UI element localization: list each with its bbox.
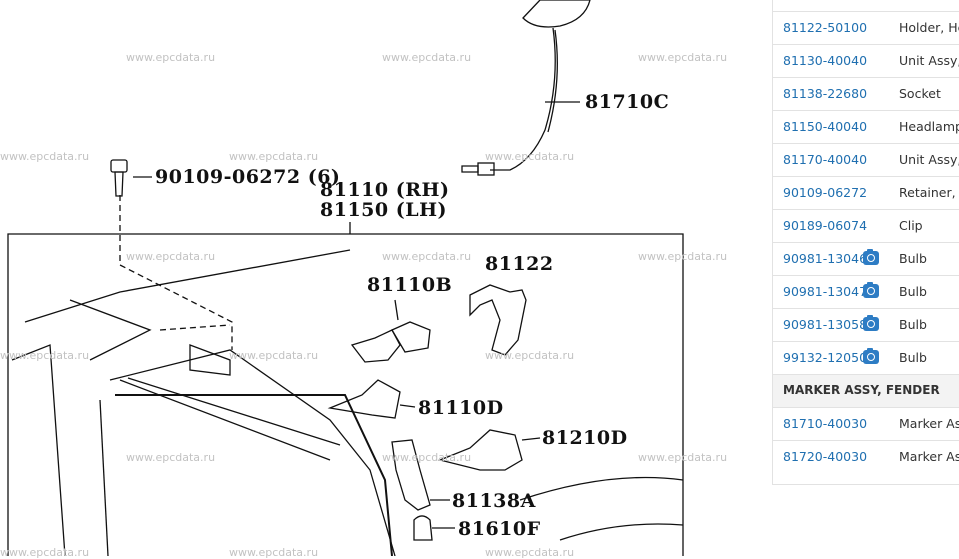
table-row[interactable]: 81138-22680 Socket bbox=[773, 77, 959, 110]
table-row[interactable]: 81122-50100 Holder, He bbox=[773, 11, 959, 44]
table-row[interactable]: 90981-13058 Bulb bbox=[773, 308, 959, 341]
section-title: MARKER ASSY, FENDER bbox=[783, 383, 940, 397]
parts-diagram: www.epcdata.ru www.epcdata.ru www.epcdat… bbox=[0, 0, 728, 559]
watermark: www.epcdata.ru bbox=[126, 250, 216, 263]
part-number-link[interactable]: 81710-40030 bbox=[783, 416, 868, 431]
part-description: Clip bbox=[899, 218, 923, 233]
table-row[interactable]: 90109-06272 Retainer, H bbox=[773, 176, 959, 209]
callout-81150-lh[interactable]: 81150 (LH) bbox=[320, 199, 448, 221]
watermark: www.epcdata.ru bbox=[638, 51, 728, 64]
part-description: Bulb bbox=[899, 350, 927, 365]
callout-81710c[interactable]: 81710C bbox=[585, 91, 670, 113]
watermark: www.epcdata.ru bbox=[382, 51, 472, 64]
part-number-link[interactable]: 99132-12050 bbox=[783, 350, 868, 365]
part-number-link[interactable]: 81720-40030 bbox=[783, 449, 868, 464]
callout-81138a[interactable]: 81138A bbox=[452, 490, 536, 512]
part-description: Retainer, H bbox=[899, 185, 959, 200]
part-number-link[interactable]: 81130-40040 bbox=[783, 53, 868, 68]
part-description: Holder, He bbox=[899, 20, 959, 35]
callout-90109-06272[interactable]: 90109-06272 (6) bbox=[155, 166, 341, 188]
part-description: Marker Ass bbox=[899, 416, 959, 431]
callout-81610f[interactable]: 81610F bbox=[458, 518, 541, 540]
callout-81110d[interactable]: 81110D bbox=[418, 397, 504, 419]
part-description: Marker Ass bbox=[899, 449, 959, 464]
callout-81122[interactable]: 81122 bbox=[485, 253, 554, 275]
table-row[interactable]: 90981-13047 Bulb bbox=[773, 275, 959, 308]
watermark: www.epcdata.ru bbox=[382, 451, 472, 464]
watermark: www.epcdata.ru bbox=[126, 51, 216, 64]
table-row[interactable]: 90981-13046 Bulb bbox=[773, 242, 959, 275]
part-number-link[interactable]: 81138-22680 bbox=[783, 86, 868, 101]
table-row[interactable]: 81720-40030 Marker Ass bbox=[773, 440, 959, 473]
watermark: www.epcdata.ru bbox=[638, 451, 728, 464]
part-number-link[interactable]: 90981-13047 bbox=[783, 284, 868, 299]
part-description: Bulb bbox=[899, 317, 927, 332]
camera-icon[interactable] bbox=[863, 249, 879, 265]
table-row[interactable]: 81170-40040 Unit Assy, I bbox=[773, 143, 959, 176]
callout-81110b[interactable]: 81110B bbox=[367, 274, 453, 296]
watermark: www.epcdata.ru bbox=[382, 250, 472, 263]
watermark: www.epcdata.ru bbox=[126, 451, 216, 464]
part-description: Headlamp bbox=[899, 119, 959, 134]
table-row[interactable]: 81710-40030 Marker Ass bbox=[773, 407, 959, 440]
watermark: www.epcdata.ru bbox=[229, 150, 319, 163]
watermark: www.epcdata.ru bbox=[0, 150, 90, 163]
watermark: www.epcdata.ru bbox=[0, 546, 90, 559]
table-row[interactable]: 81150-40040 Headlamp bbox=[773, 110, 959, 143]
callout-81110-rh[interactable]: 81110 (RH) bbox=[320, 179, 450, 201]
part-number-link[interactable]: 90189-06074 bbox=[783, 218, 868, 233]
part-description: Bulb bbox=[899, 284, 927, 299]
camera-icon[interactable] bbox=[863, 282, 879, 298]
part-number-link[interactable]: 90109-06272 bbox=[783, 185, 868, 200]
part-number-link[interactable]: 90981-13046 bbox=[783, 251, 868, 266]
part-description: Socket bbox=[899, 86, 941, 101]
watermark: www.epcdata.ru bbox=[485, 349, 575, 362]
table-row[interactable]: 90189-06074 Clip bbox=[773, 209, 959, 242]
table-top-spacer bbox=[773, 0, 959, 11]
watermark: www.epcdata.ru bbox=[638, 250, 728, 263]
watermark: www.epcdata.ru bbox=[229, 546, 319, 559]
part-number-link[interactable]: 81170-40040 bbox=[783, 152, 868, 167]
watermark: www.epcdata.ru bbox=[485, 546, 575, 559]
part-description: Unit Assy, I bbox=[899, 152, 959, 167]
table-row[interactable]: 99132-12050 Bulb bbox=[773, 341, 959, 374]
callout-81210d[interactable]: 81210D bbox=[542, 427, 628, 449]
part-number-link[interactable]: 90981-13058 bbox=[783, 317, 868, 332]
section-header: MARKER ASSY, FENDER bbox=[773, 374, 959, 407]
part-number-link[interactable]: 81150-40040 bbox=[783, 119, 868, 134]
watermark: www.epcdata.ru bbox=[485, 150, 575, 163]
watermark: www.epcdata.ru bbox=[229, 349, 319, 362]
camera-icon[interactable] bbox=[863, 348, 879, 364]
part-description: Unit Assy, I bbox=[899, 53, 959, 68]
part-number-link[interactable]: 81122-50100 bbox=[783, 20, 868, 35]
diagram-drawing bbox=[7, 0, 684, 556]
camera-icon[interactable] bbox=[863, 315, 879, 331]
part-description: Bulb bbox=[899, 251, 927, 266]
table-row[interactable]: 81130-40040 Unit Assy, I bbox=[773, 44, 959, 77]
watermark: www.epcdata.ru bbox=[0, 349, 90, 362]
